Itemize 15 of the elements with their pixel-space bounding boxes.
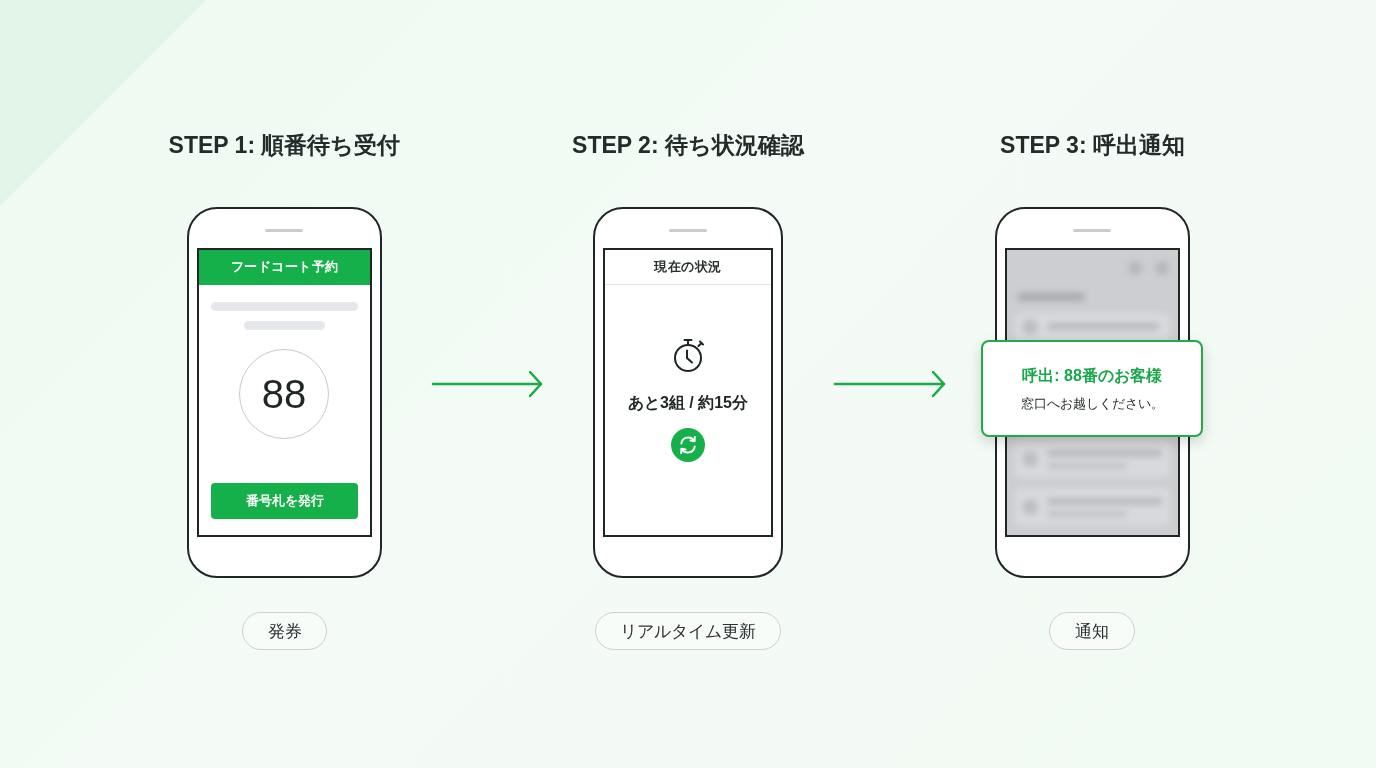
step-heading: STEP 2: 待ち状況確認 — [572, 131, 804, 160]
step-label-pill: 発券 — [242, 612, 327, 650]
app-header-bar: フードコート予約 — [199, 250, 370, 285]
flow-arrow — [833, 370, 946, 398]
popup-message: 窓口へお越しください。 — [1020, 395, 1164, 413]
flow-arrow — [431, 370, 543, 398]
ticket-number-circle: 88 — [239, 349, 329, 439]
step-label-pill: リアルタイム更新 — [595, 612, 781, 650]
popup-title: 呼出: 88番のお客様 — [1022, 365, 1162, 386]
notification-popup — [981, 340, 1203, 437]
wait-status-text: あと3組 / 約15分 — [628, 393, 748, 413]
step-heading: STEP 1: 順番待ち受付 — [168, 131, 401, 160]
step-label-pill: 通知 — [1049, 612, 1135, 650]
step-heading: STEP 3: 呼出通知 — [1000, 131, 1185, 160]
issue-ticket-button: 番号札を発行 — [211, 483, 358, 519]
